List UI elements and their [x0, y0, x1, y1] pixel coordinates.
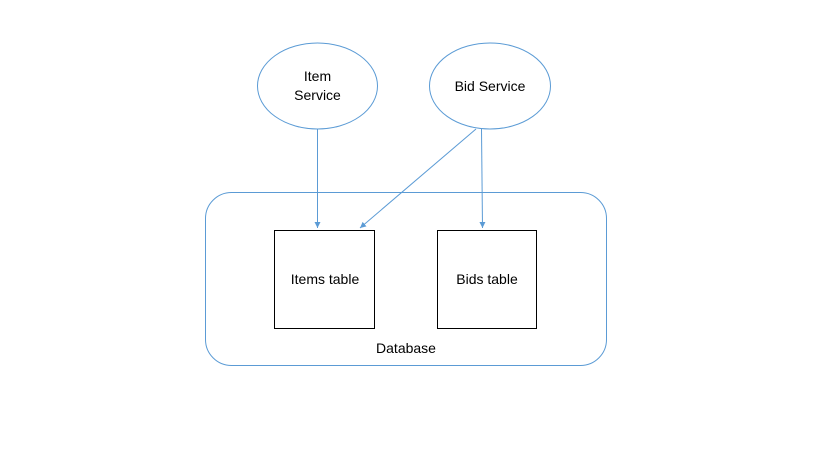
bid-service-node: [429, 42, 551, 130]
items-table-label: Items table: [290, 270, 360, 287]
item-service-label-line1: Item: [303, 68, 332, 84]
item-service-label-line2: Service: [294, 87, 341, 103]
edge-bid-service-to-bids-table: [479, 128, 486, 229]
database-label: Database: [376, 339, 436, 356]
bids-table-label: Bids table: [456, 270, 518, 287]
edge-bid-service-to-items-table: [359, 128, 477, 229]
bids-table-node: [437, 230, 537, 329]
item-service-label: Item Service: [267, 66, 368, 106]
items-table-node: [274, 230, 375, 329]
database-container: [205, 192, 607, 366]
bid-service-label: Bid Service: [454, 77, 526, 94]
